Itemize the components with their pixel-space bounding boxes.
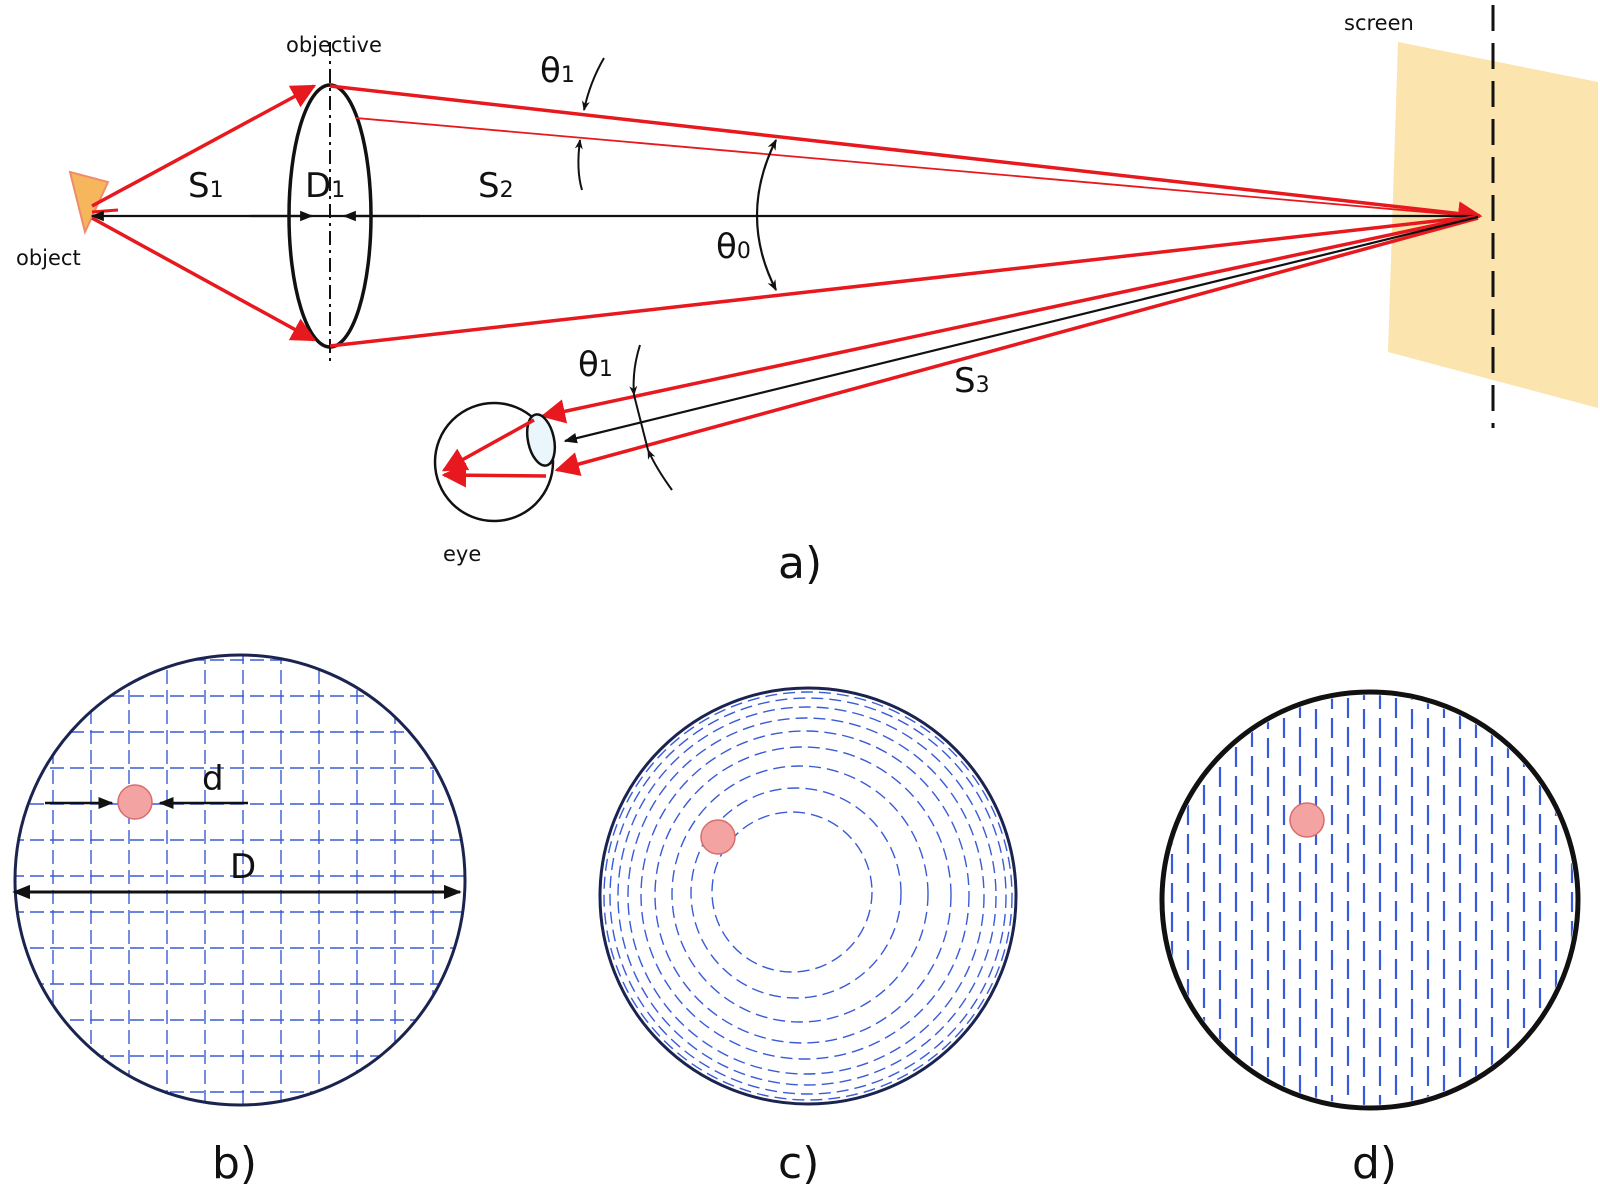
objective-label: objective xyxy=(286,33,382,57)
ring-pattern xyxy=(603,691,1013,1101)
screen-label: screen xyxy=(1344,11,1414,35)
d-label: d xyxy=(202,759,224,799)
panel-c: c) xyxy=(598,686,1018,1189)
object-label: object xyxy=(16,246,81,270)
eye-lens xyxy=(525,413,557,467)
panel-d: d) xyxy=(1159,689,1581,1189)
aperture-d-border xyxy=(1159,689,1581,1111)
dashed-ring xyxy=(617,706,997,1086)
line-screen-to-eye-s3 xyxy=(563,215,1479,444)
dashed-ring xyxy=(711,811,873,973)
ray-lens-bottom-to-screen xyxy=(329,214,1481,348)
ray-object-to-lens-axial xyxy=(91,208,119,214)
theta0-arc xyxy=(756,139,777,291)
dashed-ring xyxy=(640,730,970,1060)
aperture-b-border xyxy=(13,653,467,1107)
theta1-top-arc-upper xyxy=(581,57,605,111)
theta1-top-arc-lower xyxy=(574,139,583,191)
dashed-ring xyxy=(690,787,902,999)
ray-object-to-lens-top xyxy=(91,84,317,208)
spot-c xyxy=(700,819,736,855)
theta0-symbol: θ0 xyxy=(716,227,751,267)
panel-b: d D b) xyxy=(12,653,467,1189)
ray-screen-to-eye-bottom xyxy=(554,216,1479,476)
dashed-ring xyxy=(609,697,1007,1095)
aperture-c-border xyxy=(598,686,1018,1106)
d1-symbol: D1 xyxy=(305,166,345,206)
ray-screen-to-eye-top xyxy=(540,214,1479,424)
ray-inside-eye-top xyxy=(441,418,535,472)
object-shape xyxy=(68,170,110,236)
eye-label: eye xyxy=(443,542,481,566)
panel-b-caption: b) xyxy=(212,1138,257,1189)
theta1-bottom-symbol: θ1 xyxy=(578,345,613,385)
ray-lens-upper-thin-to-screen xyxy=(355,117,1471,217)
panel-a: object objective screen eye S1 D1 S2 S3 … xyxy=(16,5,1598,589)
ray-lens-top-to-screen xyxy=(329,84,1483,226)
panel-a-caption: a) xyxy=(778,538,822,589)
theta1-bottom-arc-lower xyxy=(647,449,673,491)
s2-symbol: S2 xyxy=(478,166,514,206)
dashed-ring xyxy=(603,691,1013,1101)
theta1-bottom-crossline xyxy=(633,394,649,451)
s1-symbol: S1 xyxy=(188,166,224,206)
ray-object-to-lens-bottom xyxy=(91,216,317,342)
spot-d xyxy=(1289,802,1325,838)
dashed-ring xyxy=(671,765,929,1023)
dashed-ring xyxy=(627,717,985,1075)
s3-symbol: S3 xyxy=(954,361,990,401)
screen-plane xyxy=(1388,42,1598,408)
panel-d-caption: d) xyxy=(1352,1138,1397,1189)
eye xyxy=(433,401,557,523)
theta1-bottom-arc-upper xyxy=(629,344,641,396)
D-label: D xyxy=(230,847,256,887)
panel-c-caption: c) xyxy=(778,1138,819,1189)
dashed-ring xyxy=(654,746,952,1044)
spot-b xyxy=(117,784,153,820)
eye-ball xyxy=(433,401,555,523)
theta1-top-symbol: θ1 xyxy=(540,51,575,91)
ray-inside-eye-bottom xyxy=(441,462,547,488)
